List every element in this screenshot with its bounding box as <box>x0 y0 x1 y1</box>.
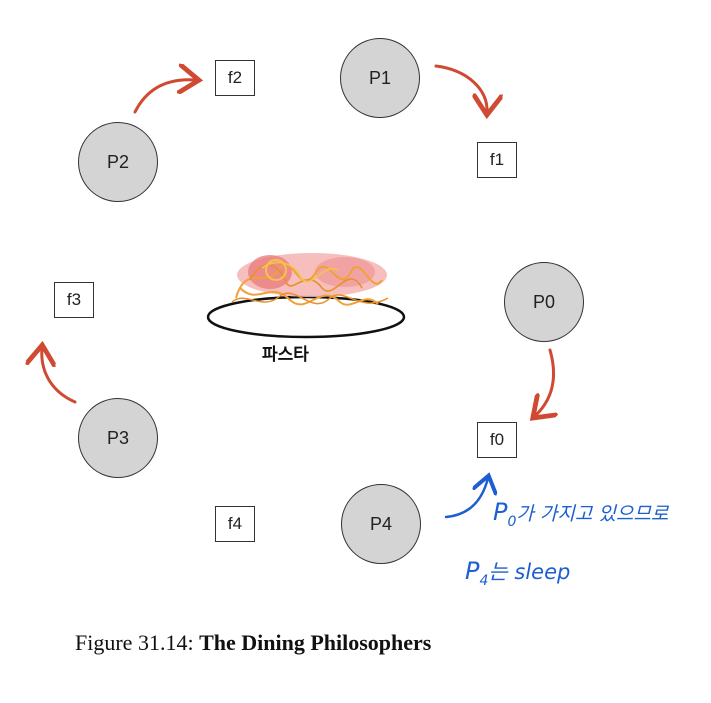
fork-f2: f2 <box>215 60 255 96</box>
arrow-annotation-to-f0 <box>446 478 488 517</box>
philosopher-p0: P0 <box>504 262 584 342</box>
fork-f3: f3 <box>54 282 94 318</box>
fork-f4: f4 <box>215 506 255 542</box>
arrow-p2-to-f2 <box>135 80 196 112</box>
annotation-rest: 는 sleep <box>488 560 570 584</box>
caption-prefix: Figure 31.14: <box>75 630 194 655</box>
arrow-p1-to-f1 <box>436 66 487 112</box>
annotation-rest: 가 가지고 있으므로 <box>516 503 668 525</box>
fork-f1: f1 <box>477 142 517 178</box>
annotation-line-1: P0가 가지고 있으므로 <box>493 498 668 530</box>
annotation-p: P <box>465 557 479 585</box>
fork-f0: f0 <box>477 422 517 458</box>
annotation-line-2: P4는 sleep <box>465 556 570 589</box>
philosopher-p4: P4 <box>341 484 421 564</box>
philosopher-p2: P2 <box>78 122 158 202</box>
pasta-label: 파스타 <box>262 340 309 365</box>
philosopher-p3: P3 <box>78 398 158 478</box>
philosopher-p1: P1 <box>340 38 420 118</box>
annotation-p: P <box>493 498 507 526</box>
arrow-p0-to-f0 <box>535 350 554 416</box>
figure-caption: Figure 31.14: The Dining Philosophers <box>75 630 431 656</box>
caption-title: The Dining Philosophers <box>199 630 431 655</box>
pasta-drawing <box>208 253 404 337</box>
arrow-p3-to-f3 <box>42 348 75 402</box>
